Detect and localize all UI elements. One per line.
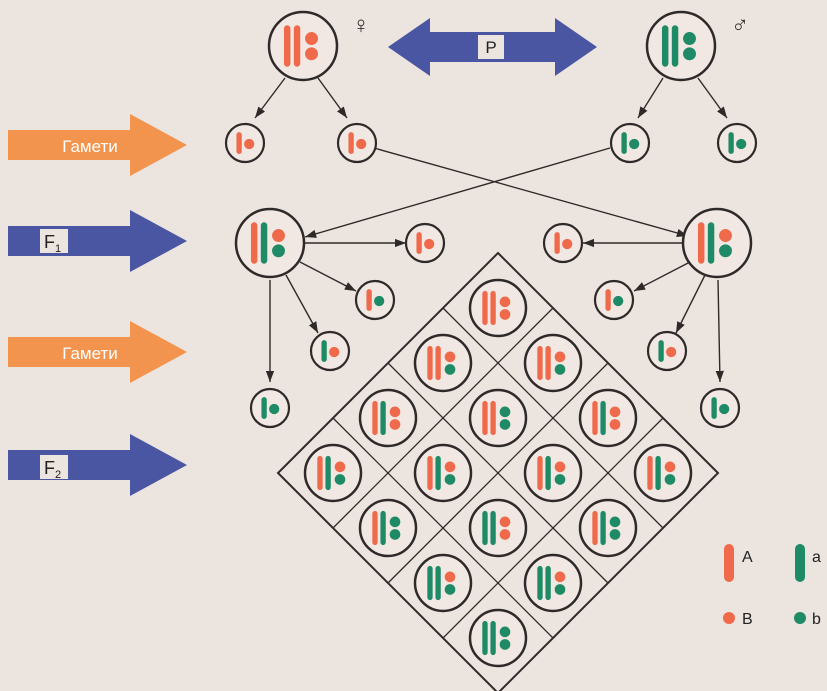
line-f1r-g4 [715,279,724,383]
punnett-cells [303,278,693,668]
f1l-gamete-aB [309,330,351,372]
p-label: P [485,38,496,57]
legend-A-label: A [742,549,753,566]
legend-B-swatch [723,612,735,624]
f1l-gamete-ab [249,387,291,429]
line-f1r-g3 [675,274,706,334]
punnett-cell-3-0 [303,443,363,503]
punnett-square [276,251,720,691]
punnett-cell-2-0 [358,388,418,448]
punnett-outline [276,251,720,691]
p-double-arrow: P [388,18,597,76]
gamete-male-2 [716,122,758,164]
legend-B-label: B [742,611,753,628]
gamete-male-1 [609,122,651,164]
punnett-cell-0-1 [523,333,583,393]
f1-left-cell [234,207,306,279]
f1-label: F1 [44,232,61,255]
f1r-gamete-aB [646,330,688,372]
parent-female-cell [267,10,339,82]
line-f1r-g2 [633,261,691,292]
f2-arrow: F2 [8,434,187,496]
punnett-cell-1-0 [413,333,473,393]
line-p1-gamete1 [254,77,286,119]
legend-b-label: b [812,611,821,628]
line-f1l-g3 [285,274,319,334]
punnett-cell-3-3 [468,608,528,668]
legend: A a B b [723,544,821,628]
line-cross-1 [373,147,689,238]
line-p2-gamete1 [637,77,664,119]
f1-label-box [40,229,68,253]
gametes-label-bottom: Гамети [62,344,118,363]
male-symbol: ♂ [731,12,749,39]
f1r-gamete-Ab [593,279,635,321]
punnett-cell-1-3 [578,498,638,558]
line-f1l-g2 [299,261,357,292]
punnett-cell-0-0 [468,278,528,338]
gametes-label-top: Гамети [62,137,118,156]
connection-lines [254,77,728,383]
punnett-cell-0-2 [578,388,638,448]
line-p1-gamete2 [317,77,348,119]
f2-label-box [40,455,68,479]
legend-a-swatch [795,544,805,582]
female-symbol: ♀ [352,12,370,39]
p-label-box [478,35,504,59]
gametes-arrow-bottom: Гамети [8,321,187,383]
punnett-cell-2-1 [413,443,473,503]
parent-male-cell [645,10,717,82]
f1l-gamete-Ab [354,279,396,321]
punnett-cell-0-3 [633,443,693,503]
legend-b-swatch [794,612,806,624]
cells-layer [224,10,758,429]
gamete-female-2 [336,122,378,164]
punnett-cell-1-1 [468,388,528,448]
gamete-female-1 [224,122,266,164]
f2-label: F2 [44,458,61,481]
punnett-cell-3-1 [358,498,418,558]
f1r-gamete-AB [542,222,584,264]
legend-A-swatch [724,544,734,582]
f1r-gamete-ab [699,387,741,429]
punnett-cell-1-2 [523,443,583,503]
punnett-cell-2-2 [468,498,528,558]
f1-right-cell [681,207,753,279]
punnett-cell-3-2 [413,553,473,613]
line-cross-2 [304,147,611,238]
line-p2-gamete2 [697,77,728,119]
gametes-arrow-top: Гамети [8,114,187,176]
punnett-cell-2-3 [523,553,583,613]
f1-arrow: F1 [8,210,187,272]
f1l-gamete-AB [404,222,446,264]
punnett-grid [332,307,664,639]
legend-a-label: a [812,549,821,566]
